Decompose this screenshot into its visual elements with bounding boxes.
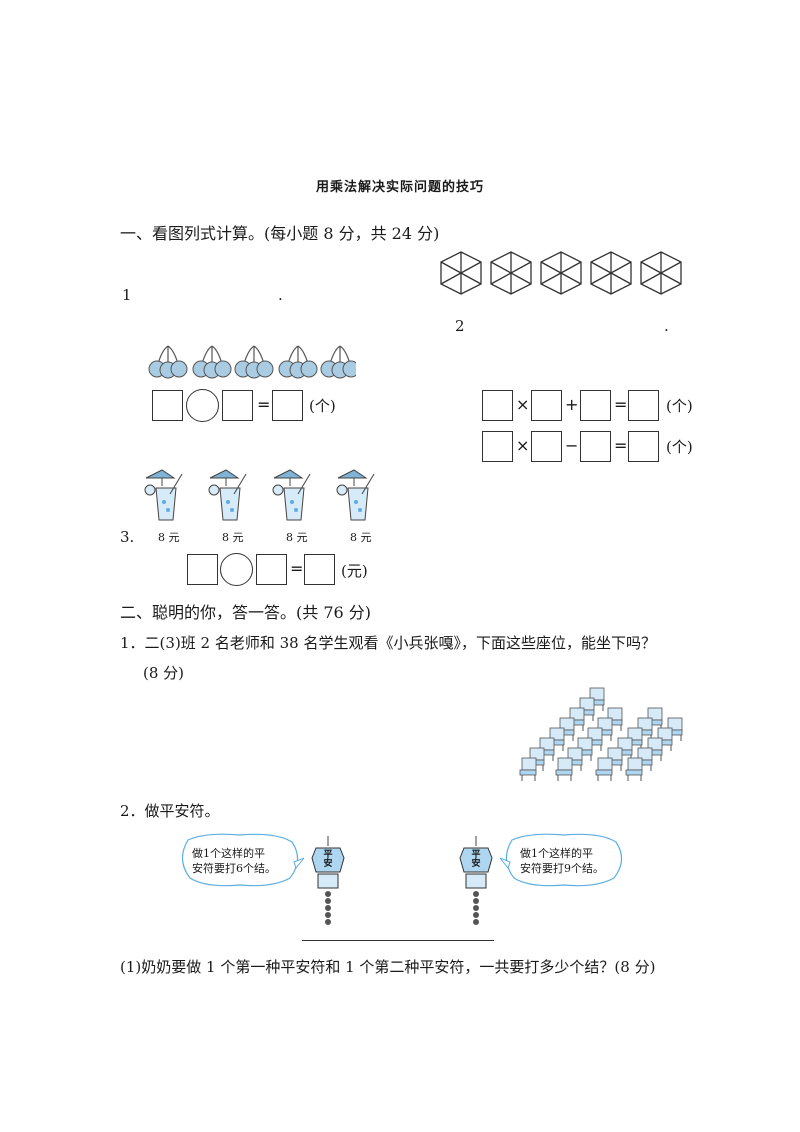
charm-char: 安: [471, 859, 481, 869]
operator-circle[interactable]: [186, 389, 219, 422]
equals-sign: =: [290, 559, 304, 578]
bubble-line: 做1个这样的平: [520, 847, 593, 860]
answer-box[interactable]: [482, 431, 513, 462]
charm-icon: [311, 836, 345, 925]
answer-box[interactable]: [482, 390, 513, 421]
times-sign: ×: [516, 436, 530, 455]
bubble-line: 安符要打9个结。: [520, 862, 604, 875]
answer-box[interactable]: [580, 431, 611, 462]
chair-icon: [625, 757, 643, 782]
charm-icon: [459, 836, 493, 925]
charm-text: 平 安: [318, 851, 338, 869]
answer-box[interactable]: [531, 390, 562, 421]
question-1-label: 1: [122, 286, 132, 304]
answer-box[interactable]: [152, 390, 183, 421]
bubble-line: 安符要打6个结。: [192, 862, 276, 875]
price-label: 8 元: [158, 531, 180, 544]
section-1-heading: 一、看图列式计算。(每小题 8 分，共 24 分): [120, 224, 440, 243]
equals-sign: =: [614, 436, 628, 455]
page-title: 用乘法解决实际问题的技巧: [315, 180, 484, 195]
drink-icon: [272, 469, 311, 521]
charm-char: 平: [471, 850, 481, 860]
section-2-heading: 二、聪明的你，答一答。(共 76 分): [120, 603, 372, 622]
chairs-figure: [519, 687, 683, 782]
chair-icon: [595, 757, 613, 782]
question-2-label: 2: [455, 317, 465, 335]
question-2-dot: .: [664, 317, 669, 335]
hexagon-icon: [640, 251, 682, 295]
drink-icon: [336, 469, 375, 521]
charm-char: 平: [323, 850, 333, 860]
speech-bubble-left: [181, 833, 304, 887]
unit-label: (个): [666, 438, 693, 456]
price-label: 8 元: [222, 531, 244, 544]
answer-box[interactable]: [187, 554, 218, 585]
price-label: 8 元: [286, 531, 308, 544]
answer-box[interactable]: [531, 431, 562, 462]
answer-box[interactable]: [628, 431, 659, 462]
answer-box[interactable]: [304, 554, 335, 585]
hexagon-icon: [590, 251, 632, 295]
question-text: 1．二(3)班 2 名老师和 38 名学生观看《小兵张嘎》，下面这些座位，能坐下…: [120, 634, 656, 652]
cherry-icon: [278, 345, 318, 379]
answer-box[interactable]: [256, 554, 287, 585]
question-points: (8 分): [143, 664, 185, 682]
answer-box[interactable]: [272, 390, 303, 421]
cherry-icon: [234, 345, 274, 379]
question-3-label: 3.: [120, 528, 135, 546]
ground-line: [302, 940, 494, 941]
hexagon-icon: [540, 251, 582, 295]
speech-bubble-right: [500, 833, 623, 887]
answer-box[interactable]: [222, 390, 253, 421]
question-text: 2．做平安符。: [120, 802, 220, 820]
hexagon-icon: [490, 251, 532, 295]
hexagon-icon: [440, 251, 482, 295]
cherries-figure: [148, 345, 356, 379]
price-label: 8 元: [350, 531, 372, 544]
answer-box[interactable]: [628, 390, 659, 421]
chair-icon: [519, 757, 537, 782]
cherry-icon: [192, 345, 232, 379]
times-sign: ×: [516, 395, 530, 414]
minus-sign: −: [565, 436, 579, 455]
charm-char: 安: [323, 859, 333, 869]
plus-sign: +: [565, 395, 579, 414]
question-1-dot: .: [278, 286, 283, 304]
unit-label: (元): [341, 562, 368, 580]
equals-sign: =: [257, 395, 271, 414]
bubble-line: 做1个这样的平: [192, 847, 265, 860]
unit-label: (个): [309, 397, 336, 415]
bubble-text: 做1个这样的平 安符要打9个结。: [520, 846, 620, 876]
drink-icon: [208, 469, 247, 521]
sub-question-text: (1)奶奶要做 1 个第一种平安符和 1 个第二种平安符，一共要打多少个结？(8…: [120, 958, 656, 976]
equals-sign: =: [614, 395, 628, 414]
cherry-icon: [320, 345, 356, 379]
answer-box[interactable]: [580, 390, 611, 421]
bubble-text: 做1个这样的平 安符要打6个结。: [192, 846, 292, 876]
charm-text: 平 安: [466, 851, 486, 869]
chair-icon: [555, 757, 573, 782]
unit-label: (个): [666, 397, 693, 415]
hexagons-figure: [440, 251, 682, 295]
operator-circle[interactable]: [220, 553, 253, 586]
drinks-figure: [144, 469, 375, 521]
